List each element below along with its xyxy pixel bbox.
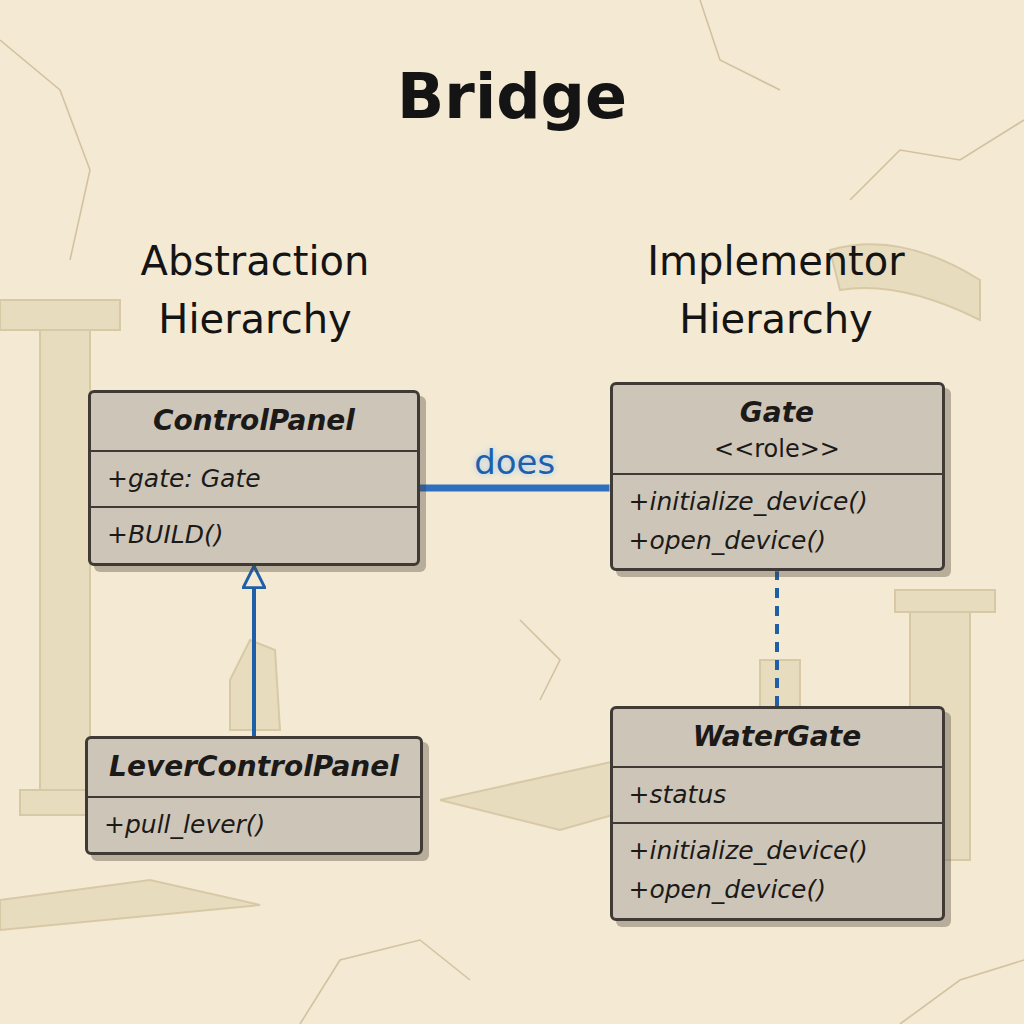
ruin-lintel xyxy=(0,300,120,330)
class-header: WaterGate xyxy=(613,709,942,766)
class-name: LeverControlPanel xyxy=(109,747,399,788)
crack-line xyxy=(300,940,470,1024)
ruin-wall xyxy=(0,880,260,930)
crack-line xyxy=(0,40,90,260)
class-name: WaterGate xyxy=(693,717,861,758)
class-compartment: +initialize_device()+open_device() xyxy=(613,473,942,569)
class-header: ControlPanel xyxy=(91,393,417,450)
class-name: <<role>> xyxy=(714,434,840,465)
class-member: +initialize_device() xyxy=(629,483,868,522)
ruin-lintel xyxy=(895,590,995,612)
class-name: Gate xyxy=(740,393,814,434)
class-compartment: +gate: Gate xyxy=(91,450,417,507)
class-member: +initialize_device() xyxy=(629,832,868,871)
ruins xyxy=(0,244,995,930)
class-member: +status xyxy=(629,776,727,815)
crack-line xyxy=(900,960,1024,1024)
crack-line xyxy=(850,120,1024,200)
class-member: +pull_lever() xyxy=(104,806,265,845)
class-member: +open_device() xyxy=(629,522,826,561)
realization-line xyxy=(775,571,779,706)
class-box: WaterGate +status +initialize_device()+ope… xyxy=(610,706,945,921)
class-compartment: +BUILD() xyxy=(91,506,417,563)
crack-line xyxy=(700,0,780,90)
class-box: ControlPanel +gate: Gate +BUILD() xyxy=(88,390,420,566)
class-compartment: +pull_lever() xyxy=(88,796,420,853)
hierarchy-heading: Implementor Hierarchy xyxy=(626,232,926,348)
class-member: +open_device() xyxy=(629,871,826,910)
crack-line xyxy=(520,620,560,700)
diagram-title: Bridge xyxy=(0,60,1024,133)
class-compartment: +status xyxy=(613,766,942,823)
bridge-link xyxy=(420,485,610,492)
class-header: LeverControlPanel xyxy=(88,739,420,796)
role-box: Gate<<role>>+initialize_device()+open_de… xyxy=(610,382,945,571)
ruin-pillar xyxy=(40,330,90,800)
class-header: Gate<<role>> xyxy=(613,385,942,473)
class-member: +BUILD() xyxy=(107,516,223,555)
class-member: +gate: Gate xyxy=(107,460,261,499)
class-compartment: +initialize_device()+open_device() xyxy=(613,822,942,918)
class-name: ControlPanel xyxy=(153,401,355,442)
class-box: LeverControlPanel +pull_lever() xyxy=(85,736,423,855)
inheritance-arrow xyxy=(252,566,256,736)
hierarchy-heading: Abstraction Hierarchy xyxy=(105,232,405,348)
edge-label: does xyxy=(474,442,555,482)
